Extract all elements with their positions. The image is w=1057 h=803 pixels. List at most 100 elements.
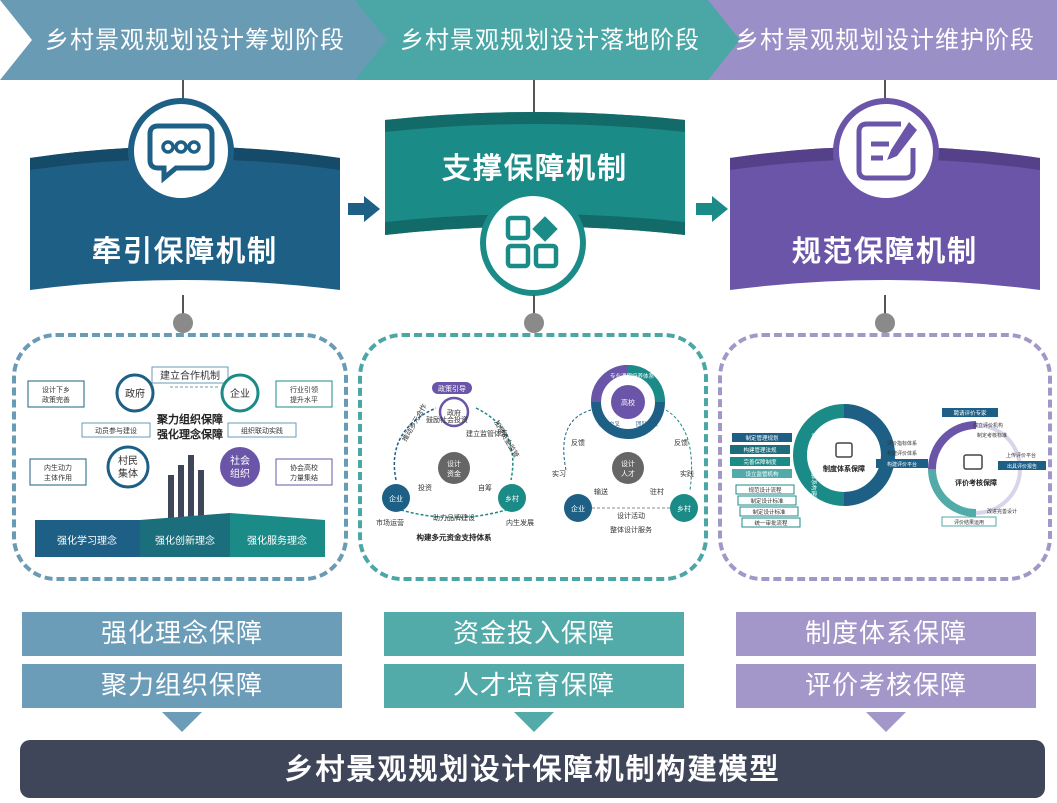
- node-society-1: 社会: [230, 454, 250, 467]
- tag-top-right-1: 行业引领: [290, 385, 318, 394]
- right-item: 聘请评价专家: [953, 409, 987, 417]
- left-item: 完善保障制度: [743, 458, 777, 466]
- node-government: 政府: [125, 387, 145, 400]
- right-item: 改进完善设计: [987, 508, 1017, 515]
- right-left-small: 反馈: [571, 438, 585, 447]
- left-link-label: 动员参与建设: [95, 426, 137, 435]
- far-right-label: 实践: [680, 469, 694, 478]
- node-villager-1: 村民: [118, 454, 138, 467]
- left-item: 构建管理法规: [743, 446, 777, 454]
- bar-label-1: 强化学习理念: [57, 534, 117, 547]
- right-bottom-items: 改进完善设计 评价结果运用: [941, 508, 1017, 527]
- ribbon-organization-guarantee: 聚力组织保障: [22, 664, 342, 708]
- ribbon-funding-guarantee: 资金投入保障: [384, 612, 684, 656]
- right-center-2: 人才: [621, 469, 635, 478]
- enterprise-link-label: 输送: [594, 487, 608, 496]
- ring-seg-3: 学科交叉: [598, 420, 621, 428]
- chat-bubble-icon: [147, 123, 215, 184]
- left-item: 规范设计流程: [748, 486, 782, 494]
- stage-chevron-bar: [0, 0, 1057, 80]
- left-ring-label-1: 制度建设强化监管: [810, 433, 818, 478]
- left-item: 制定设计标准: [752, 508, 786, 516]
- left-node-enterprise: 企业: [389, 494, 403, 503]
- village-tag: 内生发展: [506, 518, 534, 527]
- right-item: 制定考核标准: [977, 432, 1007, 439]
- stage-label-3: 乡村景观规划设计维护阶段: [735, 26, 1035, 54]
- left-ring-center: 制度体系保障: [823, 464, 865, 473]
- tag-top-left-2: 政策完善: [42, 395, 70, 404]
- left-ring-label-2: 标准体系构建设计: [810, 463, 818, 508]
- standard-icon-circle: [833, 98, 939, 204]
- tag-bottom-left-1: 内生动力: [44, 463, 72, 472]
- tag-bottom-right-2: 力量集结: [290, 473, 318, 482]
- flow-arrow-right-icon: [696, 196, 728, 222]
- edit-document-icon: [856, 121, 917, 181]
- tag-bottom-left-2: 主体作用: [44, 473, 72, 482]
- ribbon-talent-guarantee: 人才培育保障: [384, 664, 684, 708]
- enterprise-tag: 市场运营: [376, 518, 404, 527]
- tag-top-left-1: 设计下乡: [42, 385, 70, 394]
- ring-seg-2: 培养体系: [632, 372, 655, 380]
- left-item: 制定管理规划: [745, 434, 778, 442]
- guidance-diagram: 建立合作机制 动员参与建设 组织联动实践 政府 企业 村民 集体 社会 组织 聚…: [27, 366, 333, 557]
- down-arrow-icon: [514, 712, 554, 732]
- left-node-government: 政府: [447, 408, 461, 417]
- top-link-label: 建立合作机制: [160, 369, 220, 382]
- guidance-mechanism-title: 牵引保障机制: [91, 234, 278, 268]
- stage-label-1: 乡村景观规划设计筹划阶段: [45, 26, 345, 54]
- left-small-label: 投资: [418, 483, 432, 492]
- model-title-bar: 乡村景观规划设计保障机制构建模型: [20, 740, 1045, 798]
- left-item: 设立监管机构: [745, 470, 779, 478]
- left-item: 制定设计标准: [750, 497, 784, 505]
- support-detail-box: [358, 333, 708, 581]
- funding-caption: 构建多元资金支持体系: [417, 532, 492, 542]
- right-small-label: 自筹: [478, 483, 492, 492]
- right-item: 成立评价机构: [973, 422, 1003, 429]
- left-arc-label: 推动多元合作: [400, 402, 429, 443]
- right-item: 评价结果运用: [954, 519, 984, 526]
- left-center-2: 资金: [447, 469, 461, 478]
- inner-bottom-label: 助力品牌建设: [433, 513, 475, 522]
- connector-dot: [875, 313, 895, 333]
- right-node-village: 乡村: [677, 504, 691, 513]
- center-label-1: 聚力组织保障: [156, 412, 223, 426]
- standard-diagram: 制度体系保障 制度建设强化监管 标准体系构建设计 制定管理规划 构建管理法规 完…: [730, 404, 1046, 528]
- right-right-small: 反馈: [674, 438, 688, 447]
- ring-seg-4: 团队交流: [636, 420, 659, 428]
- left-items-top: 制定管理规划 构建管理法规 完善保障制度 设立监管机构: [730, 433, 792, 478]
- blocks-icon: [505, 215, 559, 269]
- right-right-items: 上传评价平台 出具评价报告: [998, 452, 1046, 470]
- right-left-items: 评价指标体系 构建评价体系 构建评价平台: [876, 440, 928, 468]
- left-center-1: 设计: [447, 459, 461, 468]
- down-arrow-icon: [866, 712, 906, 732]
- inner-right-label: 建立监管体系: [466, 429, 508, 438]
- connector-line: [884, 295, 886, 317]
- bar-label-3: 强化服务理念: [247, 534, 307, 547]
- connector-line: [533, 295, 535, 317]
- ribbon-evaluation-guarantee: 评价考核保障: [736, 664, 1036, 708]
- far-left-label: 实习: [552, 469, 566, 478]
- tag-top-right-2: 提升水平: [290, 395, 318, 404]
- node-society-2: 组织: [230, 467, 250, 480]
- right-item: 构建评价平台: [887, 461, 917, 468]
- left-item: 统一审批流程: [754, 519, 788, 527]
- flow-arrow-right-icon: [348, 196, 380, 222]
- connector-line: [533, 80, 535, 120]
- connector-line: [182, 295, 184, 317]
- support-diagram: 政策引导 推动多元合作 加强资金监管 政府 设计 资金 企业 乡村 鼓励社会投资…: [376, 365, 698, 542]
- right-arc-label: 加强资金监管: [492, 419, 521, 460]
- village-link-label: 驻村: [650, 487, 664, 496]
- left-node-village: 乡村: [505, 494, 519, 503]
- right-node-enterprise: 企业: [571, 504, 585, 513]
- support-icon-circle: [480, 190, 586, 296]
- connector-dot: [524, 313, 544, 333]
- right-item: 评价指标体系: [887, 440, 917, 447]
- node-enterprise: 企业: [230, 387, 250, 400]
- right-item: 出具评价报告: [1007, 463, 1037, 470]
- node-villager-2: 集体: [118, 467, 138, 480]
- right-link-label: 组织联动实践: [241, 426, 283, 435]
- ring-seg-1: 专业课程: [610, 372, 633, 380]
- center-label-2: 强化理念保障: [157, 427, 223, 441]
- ribbon-system-guarantee: 制度体系保障: [736, 612, 1036, 656]
- right-item: 上传评价平台: [1006, 452, 1036, 459]
